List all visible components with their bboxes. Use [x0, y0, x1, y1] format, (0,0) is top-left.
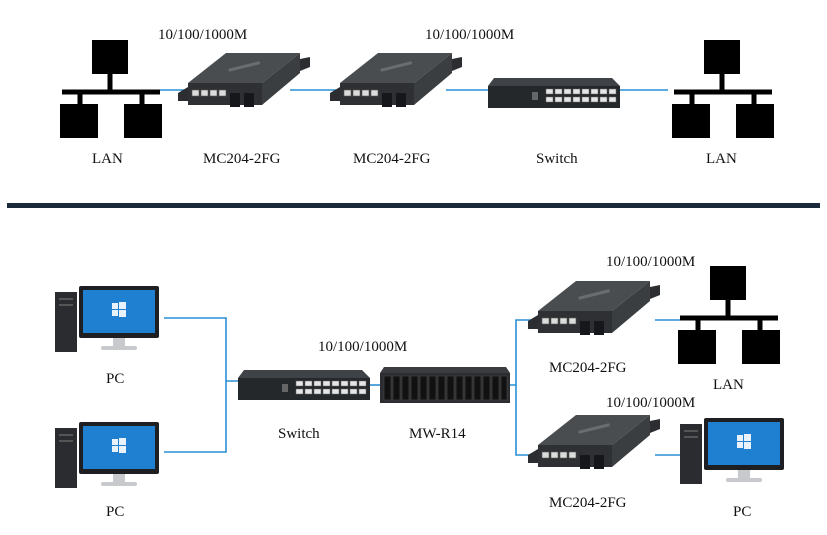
- pc-label-top: PC: [106, 371, 124, 387]
- section-divider: [7, 203, 820, 208]
- speed-label-center: 10/100/1000M: [318, 339, 407, 355]
- speed-label-top-left: 10/100/1000M: [158, 27, 247, 43]
- wire-pc-bottom-to-switch: [164, 381, 227, 453]
- pc-icon-bottom: [55, 422, 159, 488]
- pc-icon-top: [55, 286, 159, 352]
- switch-icon-top: [487, 77, 621, 109]
- lan-label-top-left: LAN: [92, 151, 123, 167]
- lan-icon-bottom: [678, 266, 780, 364]
- lan-icon-top-left: [60, 40, 162, 138]
- mc-label-bottom-upper: MC204-2FG: [549, 360, 627, 376]
- switch-icon-bottom: [237, 369, 371, 401]
- wire-pc-top-to-switch: [164, 317, 240, 382]
- speed-label-lower-right: 10/100/1000M: [606, 395, 695, 411]
- pc-label-right: PC: [733, 504, 751, 520]
- switch-label-bottom: Switch: [278, 426, 320, 442]
- wire-rack-to-mc-upper: [510, 319, 540, 386]
- speed-label-top-right: 10/100/1000M: [425, 27, 514, 43]
- mc-label-top-right: MC204-2FG: [353, 151, 431, 167]
- mc204-2fg-top-left: [177, 52, 311, 108]
- mc-label-bottom-lower: MC204-2FG: [549, 495, 627, 511]
- mc204-2fg-top-right: [329, 52, 463, 108]
- wire-rack-to-mc-lower: [515, 385, 540, 456]
- mc-label-top-left: MC204-2FG: [203, 151, 281, 167]
- mw-r14-rack-icon: [379, 366, 511, 404]
- lan-label-bottom: LAN: [713, 377, 744, 393]
- mc204-2fg-bottom-lower: [527, 414, 661, 470]
- mc204-2fg-bottom-upper: [527, 280, 661, 336]
- rack-label: MW-R14: [409, 426, 466, 442]
- lan-icon-top-right: [672, 40, 774, 138]
- pc-label-bottom: PC: [106, 504, 124, 520]
- pc-icon-right: [680, 418, 784, 484]
- speed-label-upper-right: 10/100/1000M: [606, 254, 695, 270]
- lan-label-top-right: LAN: [706, 151, 737, 167]
- switch-label-top: Switch: [536, 151, 578, 167]
